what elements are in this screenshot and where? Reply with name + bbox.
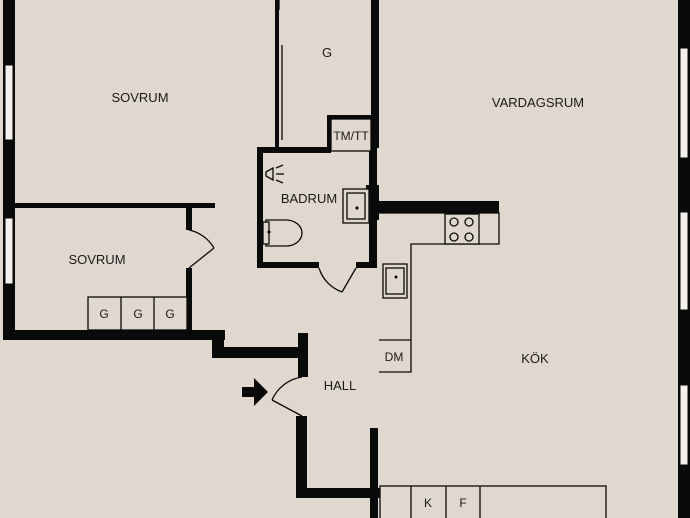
windows	[4, 47, 689, 466]
window-kok	[679, 384, 689, 466]
kyl-label: K	[424, 496, 432, 510]
room-label-badrum: BADRUM	[281, 191, 337, 206]
wardrobe-label-3: G	[165, 307, 174, 321]
toilet-icon	[262, 219, 303, 247]
wardrobe-label-2: G	[133, 307, 142, 321]
sink-icon	[342, 188, 370, 224]
kitchen-sink-icon	[382, 263, 408, 299]
frys-label: F	[459, 496, 466, 510]
shower-icon	[265, 164, 284, 184]
dm-label: DM	[385, 350, 404, 364]
window-sovrum-2	[4, 217, 14, 285]
window-vardagsrum-1	[679, 47, 689, 159]
entrance-arrow-icon	[242, 378, 268, 406]
doors	[188, 0, 357, 417]
window-sovrum-1	[4, 64, 14, 141]
room-label-sovrum-1: SOVRUM	[111, 90, 168, 105]
wardrobe-label-1: G	[99, 307, 108, 321]
room-label-kok: KÖK	[521, 351, 549, 366]
room-label-sovrum-2: SOVRUM	[68, 252, 125, 267]
room-label-garderob: G	[322, 45, 332, 60]
interior-walls	[3, 0, 499, 518]
stove-icon	[444, 213, 480, 245]
room-label-hall: HALL	[324, 378, 357, 393]
tm-tt-label: TM/TT	[333, 129, 369, 143]
window-vardagsrum-2	[679, 211, 689, 311]
wardrobes	[87, 296, 188, 331]
room-label-vardagsrum: VARDAGSRUM	[492, 95, 584, 110]
bottom-counter	[379, 485, 607, 518]
tm-tt-box	[330, 118, 372, 152]
